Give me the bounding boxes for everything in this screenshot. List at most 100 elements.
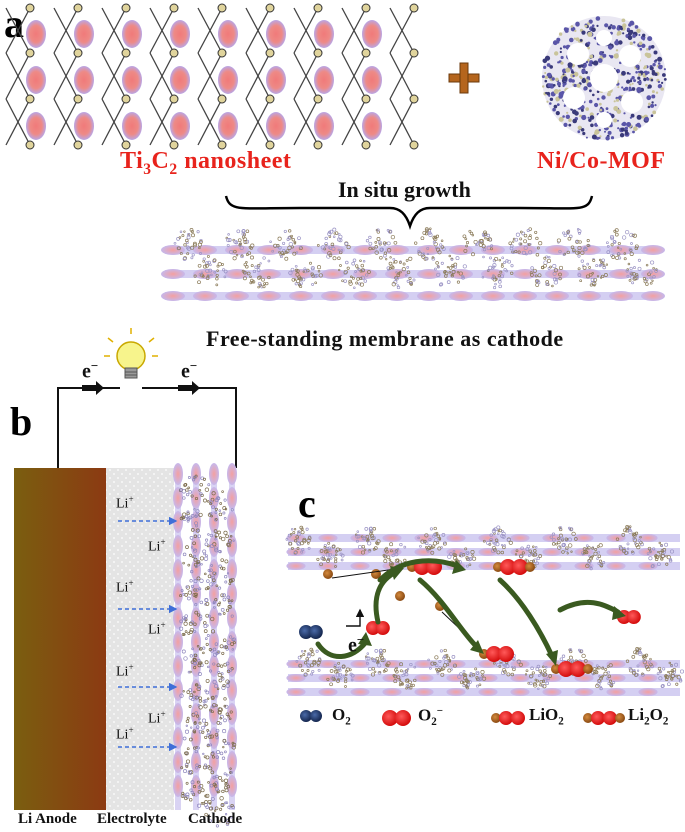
membrane-atom bbox=[606, 660, 626, 668]
membrane-atom bbox=[350, 674, 370, 682]
o2-molecule bbox=[299, 625, 323, 639]
ti-atom bbox=[74, 66, 94, 94]
ni-co-mof-label: Ni/Co-MOF bbox=[537, 148, 666, 174]
membrane-atom bbox=[193, 269, 217, 279]
c-atom bbox=[361, 3, 371, 13]
o2-release-arrow bbox=[557, 599, 621, 615]
cathode-atom bbox=[173, 583, 183, 605]
li2o2-down-arrow bbox=[497, 577, 555, 659]
plus-sign bbox=[448, 62, 480, 94]
membrane-label: Free-standing membrane as cathode bbox=[206, 326, 564, 351]
cathode-atom bbox=[209, 583, 219, 605]
cathode-atom bbox=[173, 703, 183, 725]
li-ion-label: Li+ bbox=[116, 662, 134, 680]
membrane-atom bbox=[638, 660, 658, 668]
reaction-arrows bbox=[315, 558, 626, 666]
c-atom bbox=[25, 48, 35, 58]
ti-atom bbox=[362, 112, 382, 140]
membrane-atom bbox=[510, 660, 530, 668]
cathode-atom bbox=[191, 487, 201, 509]
membrane-atom bbox=[577, 245, 601, 255]
legend-lio2-o bbox=[499, 711, 513, 725]
reduction-arrow bbox=[315, 639, 369, 659]
ti-atom bbox=[26, 66, 46, 94]
cathode-atom bbox=[191, 751, 201, 773]
c-atom bbox=[313, 94, 323, 104]
c-atom bbox=[169, 94, 179, 104]
membrane-atom bbox=[414, 688, 434, 696]
membrane-atom bbox=[545, 269, 569, 279]
c-atom bbox=[313, 3, 323, 13]
membrane-atom bbox=[318, 688, 338, 696]
membrane-atom bbox=[350, 688, 370, 696]
membrane-atom bbox=[478, 548, 498, 556]
cathode-atom bbox=[173, 727, 183, 749]
membrane-atom bbox=[321, 269, 345, 279]
li-anode-label: Li Anode bbox=[18, 811, 77, 827]
cathode-atom bbox=[227, 655, 237, 677]
ti-atom bbox=[266, 112, 286, 140]
panel-b-letter: b bbox=[10, 399, 33, 444]
ti3c2-lattice bbox=[5, 3, 419, 150]
ti-atom bbox=[170, 20, 190, 48]
cathode-atom bbox=[191, 463, 201, 485]
membrane-atom bbox=[510, 688, 530, 696]
cathode-membrane bbox=[173, 463, 237, 828]
membrane-atom bbox=[449, 245, 473, 255]
c-atom bbox=[73, 3, 83, 13]
li-ion-label: Li+ bbox=[148, 620, 166, 638]
legend-o2-atom bbox=[310, 710, 322, 722]
membrane-atom bbox=[481, 291, 505, 301]
legend-li2o2-o bbox=[591, 711, 605, 725]
li-anode bbox=[14, 468, 106, 810]
legend-superoxide: O2− bbox=[418, 705, 444, 729]
legend-lio2-o bbox=[511, 711, 525, 725]
c-atom bbox=[73, 140, 83, 150]
li-ion-label: Li+ bbox=[116, 578, 134, 596]
membrane-atom bbox=[382, 688, 402, 696]
membrane-atom bbox=[606, 562, 626, 570]
membrane-atom bbox=[257, 291, 281, 301]
membrane-atom bbox=[417, 245, 441, 255]
ti-atom bbox=[314, 66, 334, 94]
li-ion-label: Li+ bbox=[148, 537, 166, 555]
lio2-down-arrow-head bbox=[470, 640, 484, 654]
cathode-atom bbox=[191, 631, 201, 653]
membrane-atom bbox=[161, 291, 185, 301]
c-atom bbox=[121, 48, 131, 58]
mof-pore bbox=[563, 87, 585, 109]
c-atom bbox=[361, 140, 371, 150]
legend-li2o2-li bbox=[583, 713, 593, 723]
membrane-atom bbox=[574, 688, 594, 696]
cathode-atom bbox=[227, 487, 237, 509]
cathode-atom bbox=[209, 631, 219, 653]
cathode-atom bbox=[173, 511, 183, 533]
membrane-atom bbox=[641, 245, 665, 255]
cathode-atom bbox=[191, 535, 201, 557]
membrane-atom bbox=[350, 562, 370, 570]
membrane-atom bbox=[385, 245, 409, 255]
ti-atom bbox=[218, 66, 238, 94]
membrane-atom bbox=[609, 291, 633, 301]
membrane-atom bbox=[542, 674, 562, 682]
membrane-atom bbox=[574, 562, 594, 570]
membrane-atom bbox=[286, 660, 306, 668]
membrane-atom bbox=[318, 562, 338, 570]
membrane-atom bbox=[481, 245, 505, 255]
mof-pore bbox=[596, 30, 612, 46]
membrane-atom bbox=[606, 534, 626, 542]
c-atom bbox=[121, 94, 131, 104]
ti-atom bbox=[170, 112, 190, 140]
membrane-atom bbox=[577, 291, 601, 301]
legend-lio2-li bbox=[491, 713, 501, 723]
cathode-atom bbox=[209, 727, 219, 749]
membrane-atom bbox=[478, 534, 498, 542]
c-atom bbox=[409, 140, 419, 150]
membrane-atom bbox=[478, 674, 498, 682]
c-atom bbox=[121, 3, 131, 13]
membrane-atom bbox=[638, 688, 658, 696]
to-surface-arrow bbox=[373, 569, 399, 625]
ti-atom bbox=[122, 112, 142, 140]
upper-arrow-head bbox=[452, 560, 466, 574]
